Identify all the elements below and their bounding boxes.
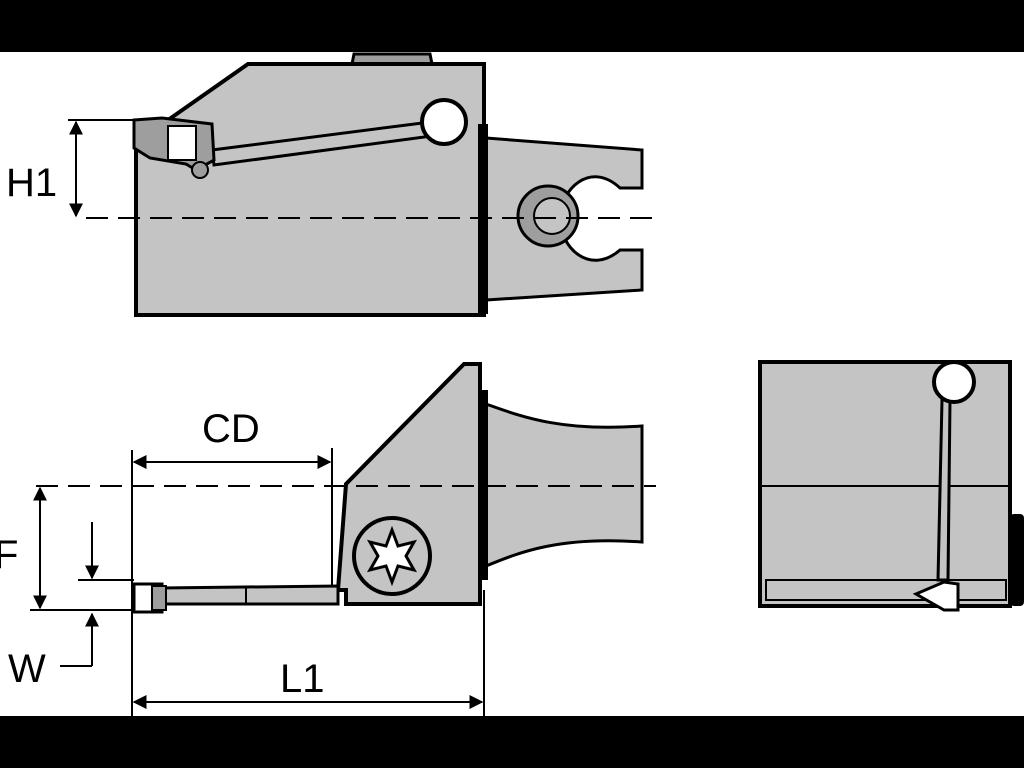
insert-face — [167, 125, 197, 161]
front-view: CD F W L1 — [0, 362, 656, 716]
end-insert — [912, 580, 960, 612]
end-flange — [1010, 514, 1024, 606]
h1-label: H1 — [6, 161, 57, 205]
l1-label: L1 — [280, 657, 325, 701]
insert-pin — [191, 161, 209, 179]
coupling-bore-inner — [533, 197, 571, 235]
end-lever-knob — [932, 360, 976, 404]
blade — [158, 584, 340, 606]
lever-knob — [420, 98, 468, 146]
top-view: H1 — [6, 52, 656, 317]
torx-screw-icon — [366, 525, 418, 587]
end-slot — [765, 579, 1007, 601]
front-insert-side — [151, 585, 167, 611]
front-flange — [478, 390, 488, 580]
w-label: W — [8, 647, 46, 691]
end-view — [758, 360, 1024, 612]
end-body — [758, 360, 1012, 608]
cd-label: CD — [202, 407, 260, 451]
f-label: F — [0, 533, 18, 577]
